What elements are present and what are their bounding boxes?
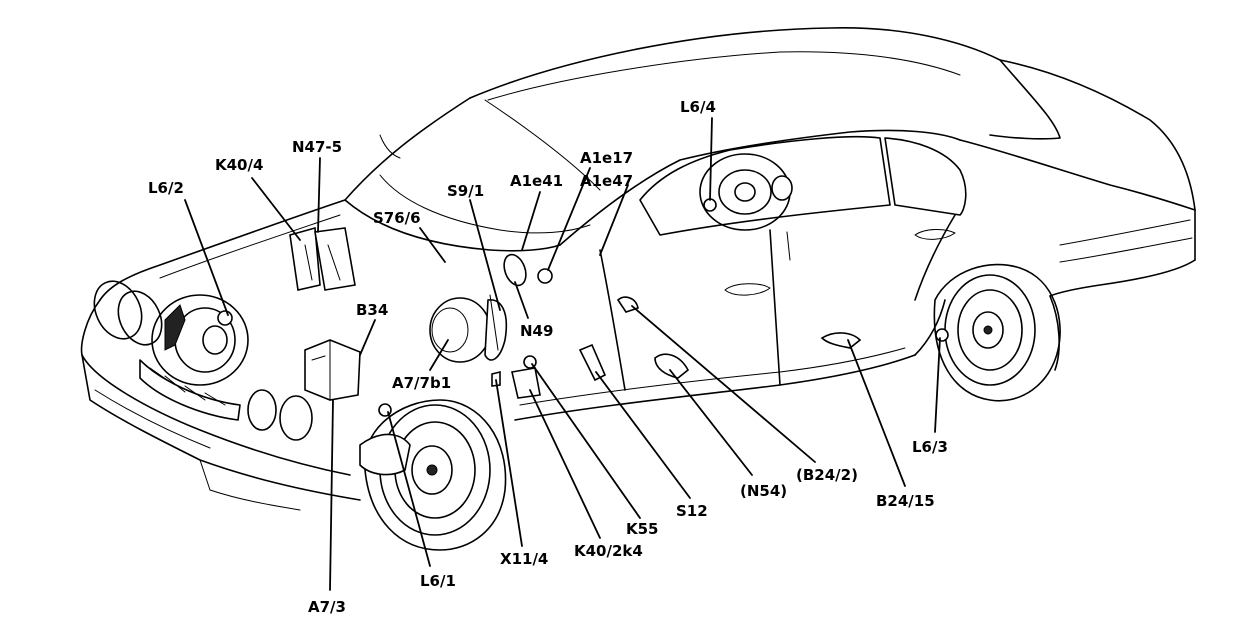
label-k40-4: K40/4: [215, 156, 263, 174]
label-a1e47: A1e47: [580, 172, 633, 190]
label-n49: N49: [520, 322, 553, 340]
label-a7-7b1: A7/7b1: [392, 374, 451, 392]
label-n47-5: N47-5: [292, 138, 342, 156]
labels: L6/2 K40/4 N47-5 S76/6 S9/1 A1e41 A1e17 …: [148, 98, 948, 616]
label-k55: K55: [626, 520, 659, 538]
label-x11-4: X11/4: [500, 550, 548, 568]
front-wheel: [359, 399, 507, 551]
label-k40-2k4: K40/2k4: [574, 542, 643, 560]
label-l6-3: L6/3: [912, 438, 948, 456]
front-left-rotor: [151, 294, 249, 386]
components: [217, 198, 949, 417]
leader-lines: [184, 117, 941, 591]
label-l6-2: L6/2: [148, 179, 184, 197]
label-b24-2: (B24/2): [796, 466, 858, 484]
label-b24-15: B24/15: [876, 492, 935, 510]
label-n54: (N54): [740, 482, 787, 500]
label-a7-3: A7/3: [308, 598, 346, 616]
rear-wheel: [933, 263, 1061, 402]
rear-right-rotor: [699, 153, 793, 231]
car-body: [80, 27, 1196, 511]
label-l6-4: L6/4: [680, 98, 716, 116]
label-s76-6: S76/6: [373, 209, 421, 227]
label-s12: S12: [676, 502, 708, 520]
label-b34: B34: [356, 301, 388, 319]
label-a1e17: A1e17: [580, 149, 633, 167]
label-a1e41: A1e41: [510, 172, 563, 190]
label-s9-1: S9/1: [447, 182, 484, 200]
label-l6-1: L6/1: [420, 572, 456, 590]
